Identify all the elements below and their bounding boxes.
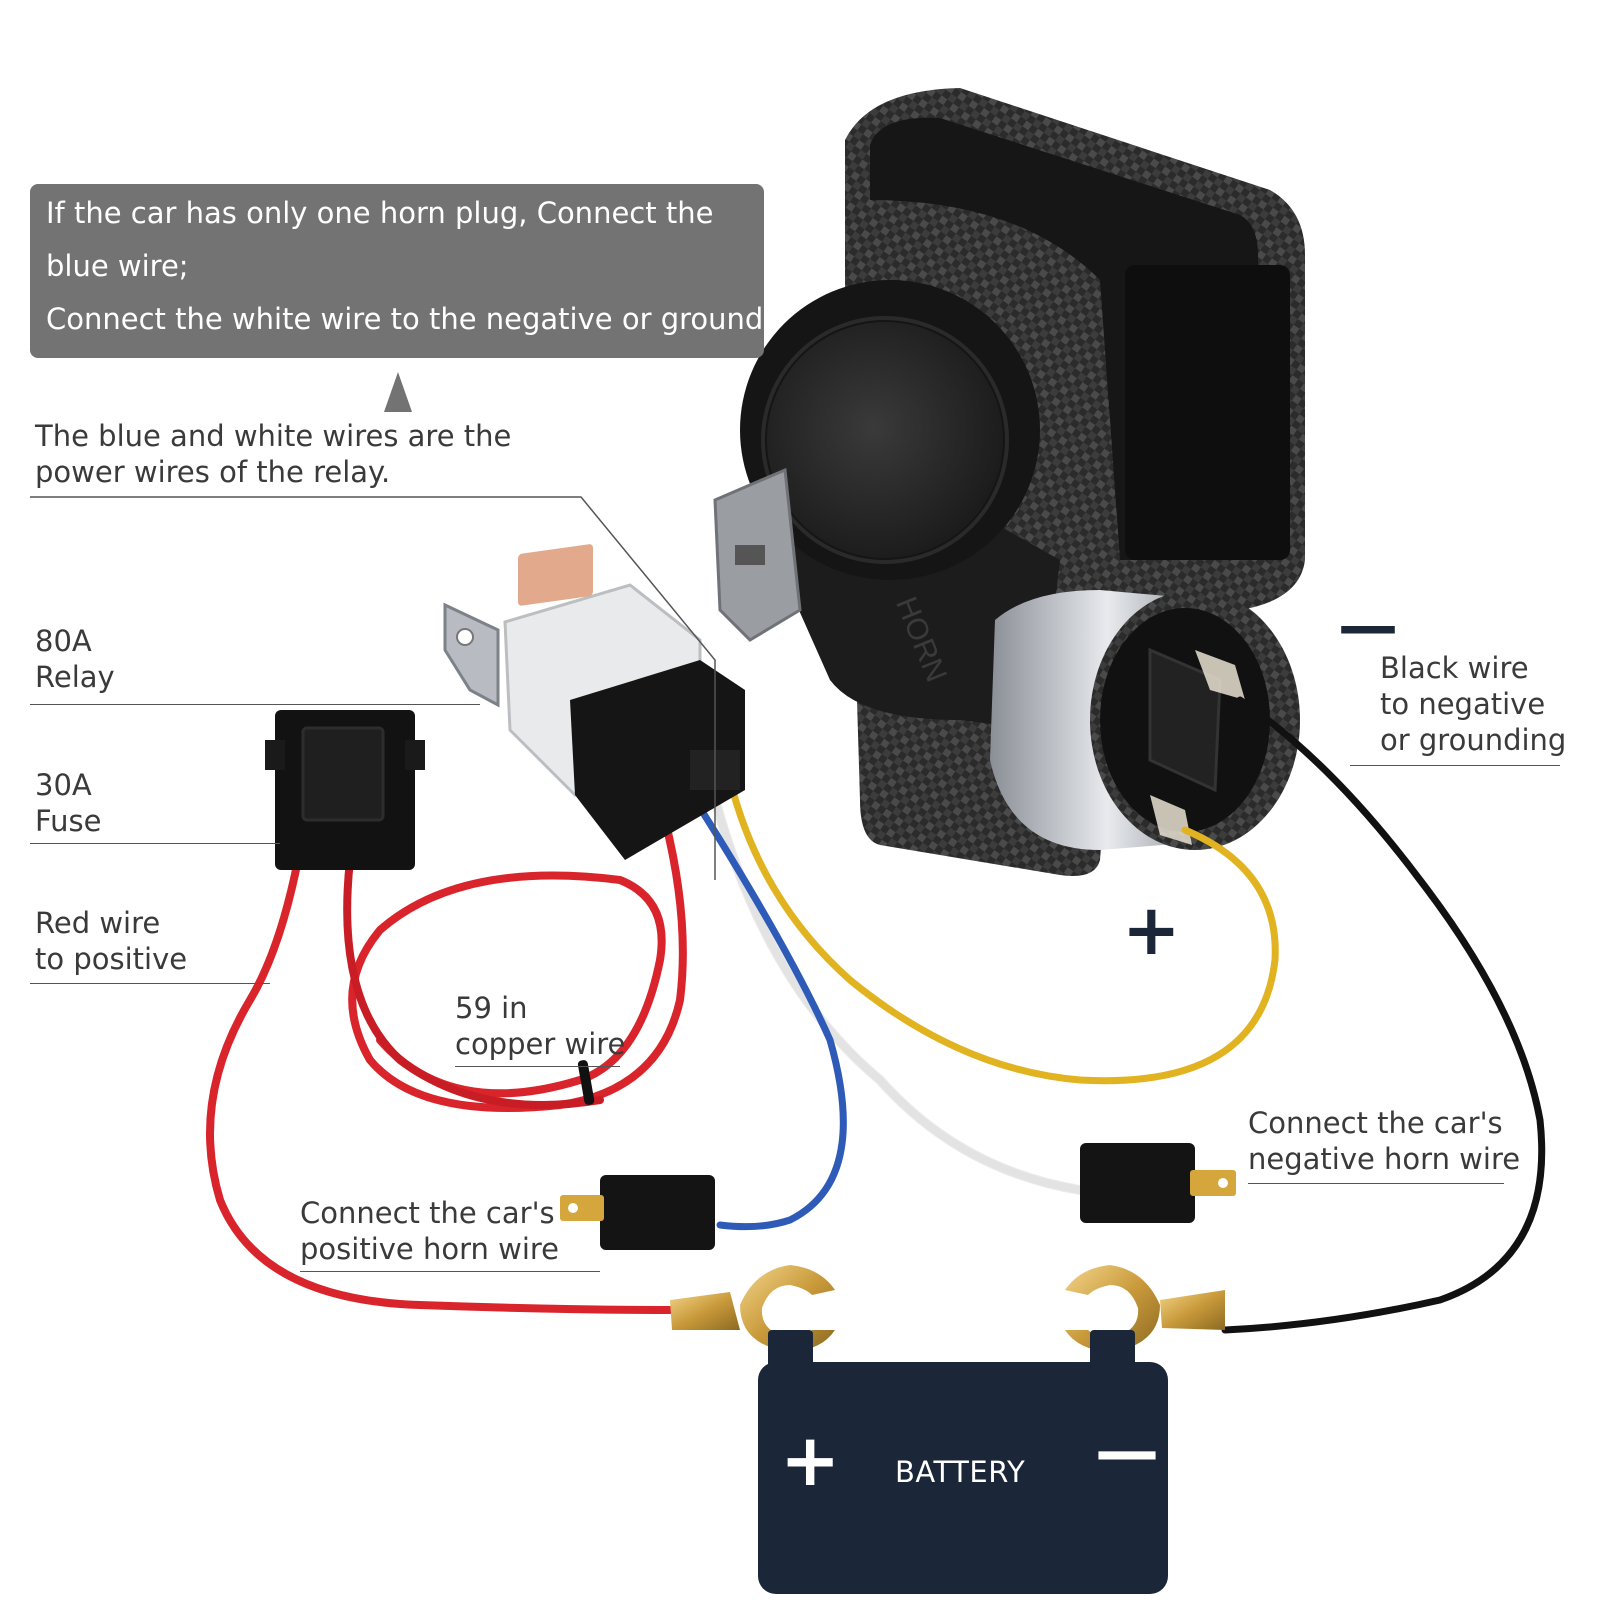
positive-plug-blade [560, 1195, 604, 1221]
copper-wire-label-underline [455, 1066, 620, 1067]
black-wire-label: Black wire to negative or grounding [1380, 651, 1567, 757]
red-wire-fuse-left [206, 856, 684, 1314]
red-wire-label: Red wire to positive [35, 906, 188, 976]
horn-vent [1125, 265, 1290, 560]
red-wire-label-underline [30, 983, 270, 984]
note-line-3: Connect the white wire to the negative o… [46, 302, 773, 336]
negative-plug-blade [1190, 1170, 1236, 1196]
power-wires-leader [30, 496, 716, 880]
relay-label: 80A Relay [35, 624, 115, 694]
relay-bracket [443, 602, 500, 708]
wires [206, 696, 1546, 1334]
red-wire-coil [348, 816, 687, 1112]
note-line-1: If the car has only one horn plug, Conne… [46, 196, 714, 230]
horn-minus-sign: — [1338, 591, 1398, 661]
horn-plus-sign: + [1122, 889, 1181, 971]
negative-horn-label-underline [1248, 1183, 1504, 1184]
positive-ring-terminal [670, 1265, 835, 1352]
battery-minus-sign: — [1095, 1415, 1160, 1489]
horn: HORN [713, 88, 1305, 876]
note-pointer [384, 372, 412, 412]
battery [758, 1330, 1168, 1594]
negative-ring-terminal [1065, 1265, 1225, 1352]
blue-wire [691, 796, 847, 1231]
note-line-2: blue wire; [46, 249, 189, 283]
battery-positive-post [768, 1330, 813, 1368]
copper-wire-label: 59 in copper wire [455, 991, 626, 1061]
cable-tie [577, 1060, 595, 1105]
horn-terminal-bottom [1150, 795, 1192, 845]
horn-cap [767, 322, 1003, 558]
positive-horn-label-underline [300, 1271, 600, 1272]
horn-terminal-top [1195, 650, 1245, 700]
battery-body [758, 1362, 1168, 1594]
battery-negative-post [1090, 1330, 1135, 1368]
battery-label: BATTERY [895, 1455, 1026, 1489]
yellow-wire [726, 776, 1279, 1085]
fuse-label-underline [30, 843, 280, 844]
negative-horn-plug [1080, 1143, 1236, 1223]
battery-plus-sign: + [780, 1418, 841, 1502]
relay-coil [518, 544, 593, 606]
relay-base [570, 660, 745, 860]
positive-horn-plug [560, 1175, 715, 1250]
relay-label-underline [30, 704, 480, 705]
fuse-label: 30A Fuse [35, 768, 102, 838]
negative-horn-label: Connect the car's negative horn wire [1248, 1106, 1521, 1176]
black-wire-label-underline [1350, 765, 1560, 766]
relay [443, 544, 745, 860]
instruction-note: If the car has only one horn plug, Conne… [30, 184, 773, 358]
red-wire-loop-2 [343, 856, 604, 1109]
black-wire [1221, 696, 1546, 1334]
fuse-holder [265, 710, 425, 870]
power-wires-label: The blue and white wires are the power w… [35, 419, 512, 489]
positive-horn-label: Connect the car's positive horn wire [300, 1196, 560, 1266]
